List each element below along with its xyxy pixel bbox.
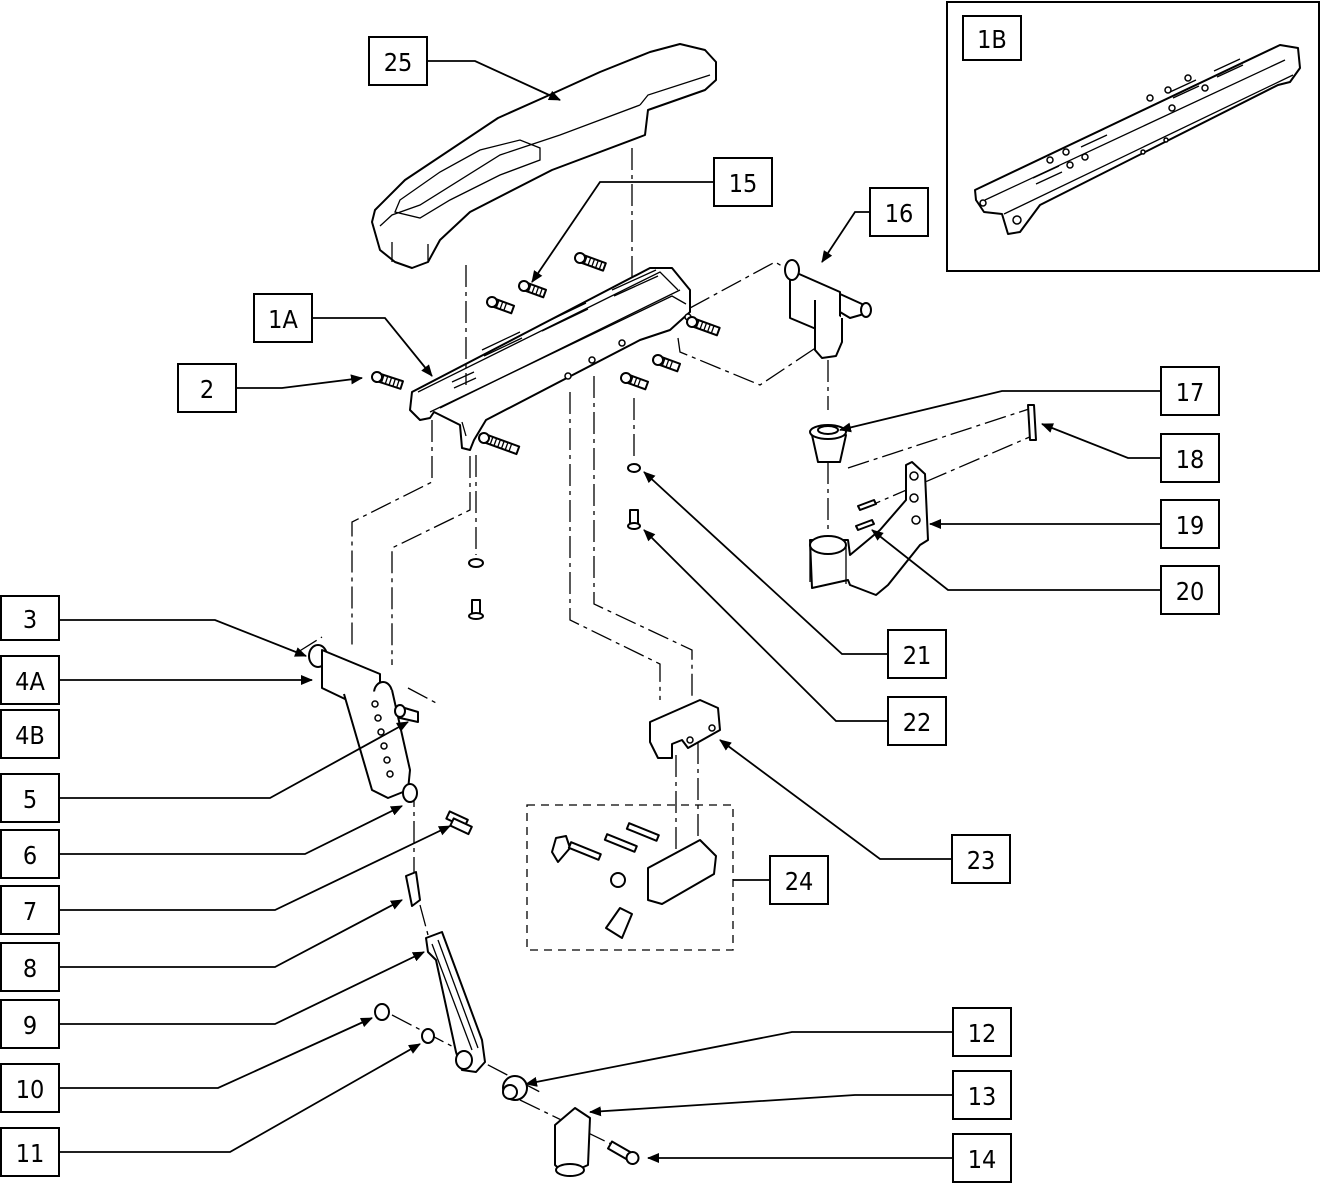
svg-text:1A: 1A [268, 305, 298, 334]
svg-text:12: 12 [968, 1019, 997, 1048]
svg-text:8: 8 [23, 954, 37, 983]
screw-14-part [607, 1140, 640, 1165]
callout-23: 23 [719, 739, 1011, 884]
inset-holes [1046, 74, 1209, 169]
callout-5: 5 [0, 721, 409, 823]
washer-21-part [627, 463, 641, 473]
svg-text:20: 20 [1176, 577, 1205, 606]
svg-text:4A: 4A [15, 667, 45, 696]
callout-12: 12 [525, 1007, 1012, 1087]
callout-20: 20 [871, 529, 1220, 615]
screws-2 [371, 316, 721, 456]
adjust-holes [371, 700, 394, 778]
bushing-17-part [809, 424, 847, 463]
svg-text:23: 23 [967, 846, 996, 875]
callout-1a: 1A [253, 293, 433, 377]
svg-text:21: 21 [903, 641, 932, 670]
callout-19: 19 [929, 499, 1220, 549]
clamp-24-parts [551, 822, 717, 939]
callout-4a: 4A [0, 655, 313, 705]
callout-15: 15 [531, 157, 773, 283]
callout-9: 9 [0, 951, 425, 1049]
screws-20 [855, 499, 877, 531]
phantom-lines [297, 148, 1033, 1159]
svg-text:10: 10 [16, 1075, 45, 1104]
screw-22-part [627, 509, 641, 530]
inset-slots [1032, 58, 1244, 185]
svg-text:4B: 4B [15, 721, 45, 750]
callout-25: 25 [368, 36, 561, 101]
bushing-10-11 [374, 1003, 435, 1044]
svg-text:14: 14 [968, 1145, 997, 1174]
svg-text:19: 19 [1176, 511, 1205, 540]
pin-4b-part [394, 704, 419, 723]
callout-18: 18 [1041, 423, 1220, 483]
svg-text:16: 16 [885, 199, 914, 228]
callout-21: 21 [643, 471, 947, 679]
svg-text:22: 22 [903, 708, 932, 737]
washer-screw-under-bracket [468, 558, 484, 620]
callout-10: 10 [0, 1017, 373, 1113]
svg-text:11: 11 [16, 1139, 45, 1168]
svg-text:1B: 1B [977, 25, 1007, 54]
armpad-part [371, 43, 717, 269]
callout-11: 11 [0, 1043, 421, 1177]
callout-8: 8 [0, 899, 403, 992]
inset-1b [946, 1, 1320, 272]
callout-1b: 1B [962, 15, 1022, 61]
arm-9-part [425, 931, 486, 1073]
svg-text:24: 24 [785, 867, 814, 896]
assembly-24-box [526, 804, 734, 951]
arm-bracket-part [409, 267, 692, 451]
callout-16: 16 [821, 187, 929, 263]
callout-2: 2 [177, 363, 363, 413]
screws-15 [486, 252, 607, 315]
svg-text:2: 2 [200, 375, 214, 404]
spacer-12-part [502, 1075, 528, 1101]
pivot-16-part [784, 259, 872, 359]
svg-text:15: 15 [729, 169, 758, 198]
svg-text:13: 13 [968, 1082, 997, 1111]
svg-text:5: 5 [23, 785, 37, 814]
callout-22: 22 [643, 529, 947, 746]
svg-text:9: 9 [23, 1011, 37, 1040]
callout-24: 24 [733, 855, 829, 905]
callout-7: 7 [0, 825, 451, 935]
svg-text:3: 3 [23, 605, 37, 634]
svg-text:25: 25 [384, 48, 413, 77]
svg-text:6: 6 [23, 841, 37, 870]
cap-18-part [1027, 404, 1037, 441]
receiver-4a-part [308, 644, 411, 799]
callout-14: 14 [647, 1133, 1012, 1183]
washers-6-part [402, 783, 418, 803]
callout-17: 17 [839, 366, 1220, 433]
callout-13: 13 [589, 1070, 1012, 1120]
svg-text:17: 17 [1176, 378, 1205, 407]
svg-text:7: 7 [23, 897, 37, 926]
clamp-13-part [554, 1107, 591, 1177]
bracket-19-part [809, 461, 929, 596]
clip-8-part [405, 871, 421, 907]
inset-bracket-part [974, 44, 1301, 235]
callout-6: 6 [0, 805, 403, 879]
screws-7 [445, 810, 473, 836]
svg-text:18: 18 [1176, 445, 1205, 474]
callout-3: 3 [0, 595, 307, 657]
block-23-part [649, 699, 721, 759]
callout-4b: 4B [0, 709, 60, 759]
